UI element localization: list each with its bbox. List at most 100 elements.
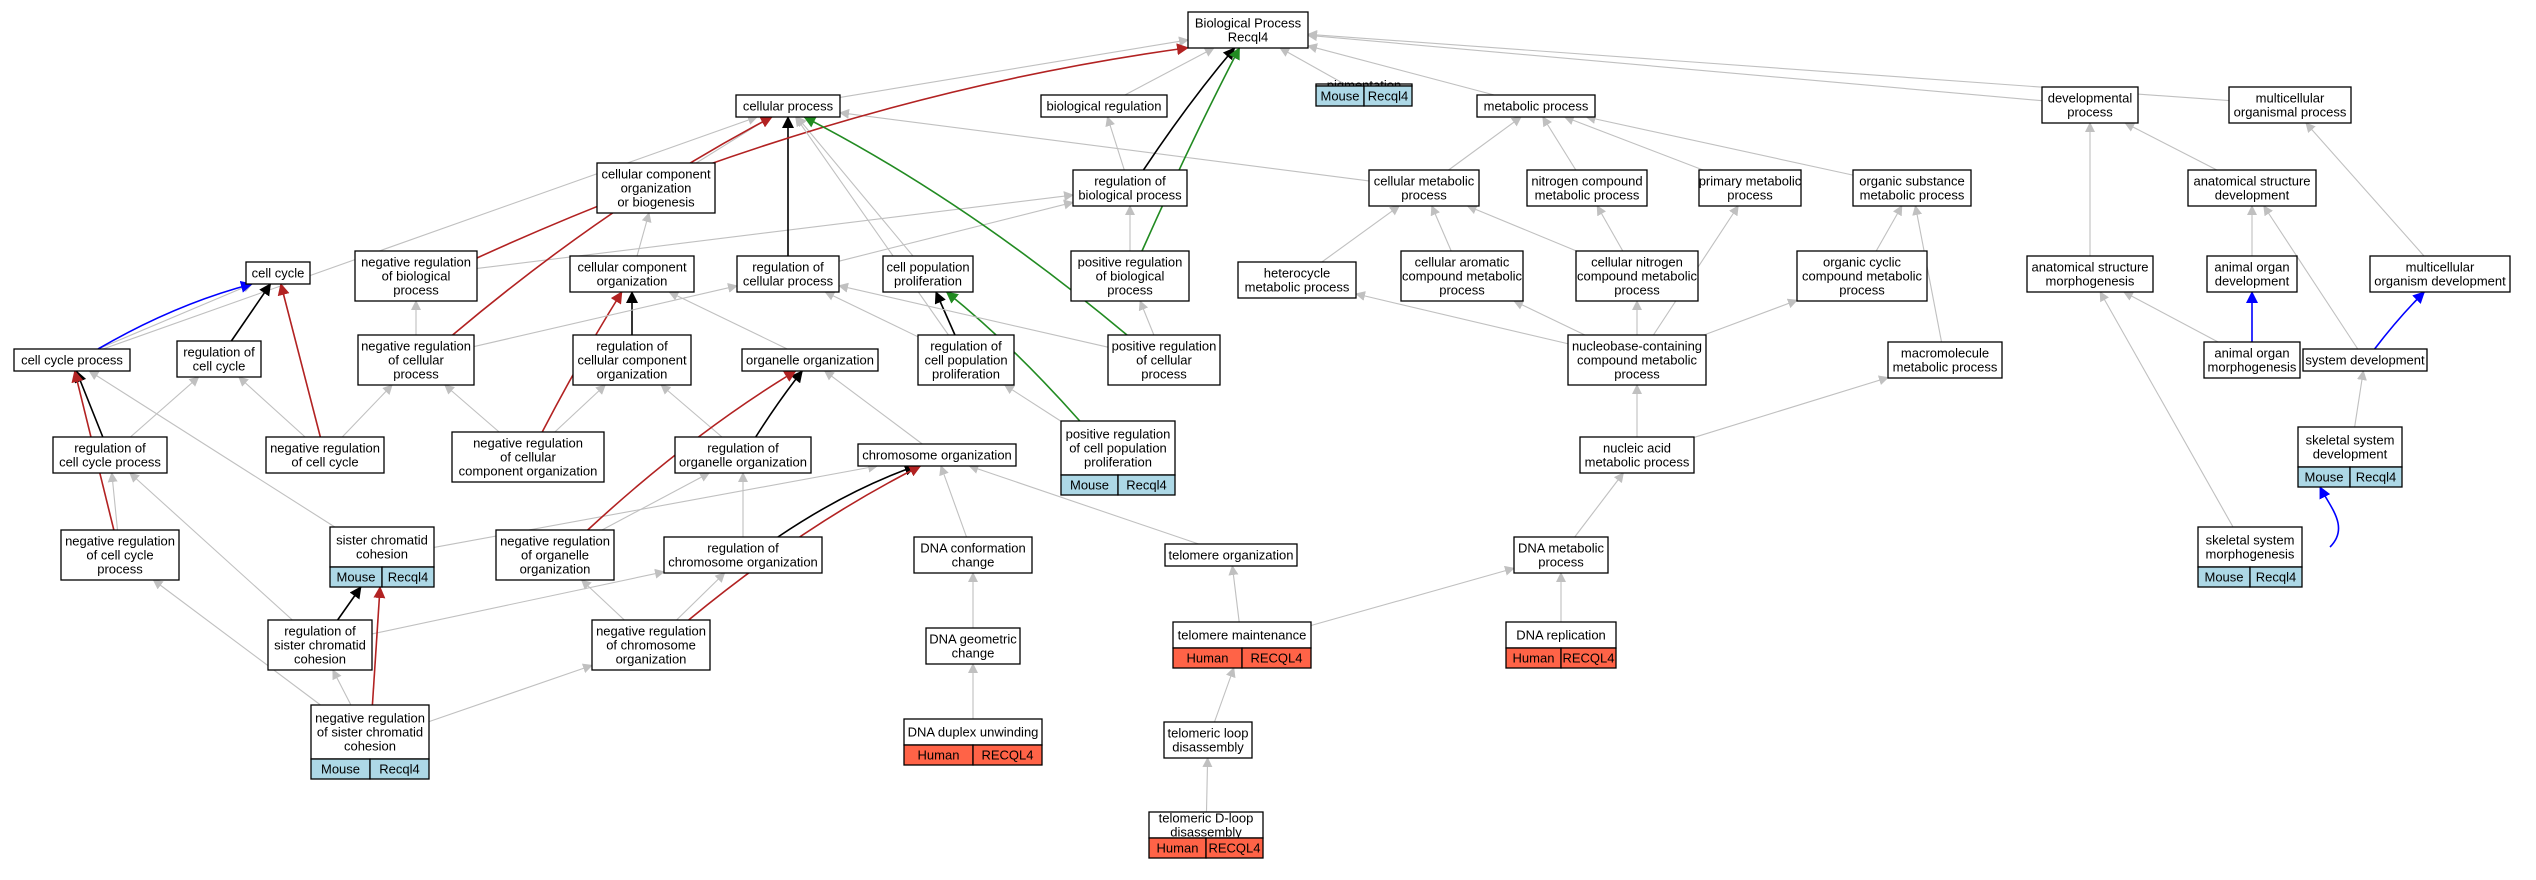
node-biological-regulation[interactable]: biological regulation <box>1040 94 1168 118</box>
edge-reg-cell-pop-to-reg-cellular <box>824 291 919 338</box>
node-cell-cycle-process[interactable]: cell cycle process <box>13 348 131 372</box>
tag-cell <box>972 744 1043 766</box>
node-box <box>917 334 1015 386</box>
node-label-line: heterocycle <box>1264 266 1330 281</box>
node-system-dev[interactable]: system development <box>2302 348 2428 372</box>
edge-neg-reg-chromosome-to-chromosome-org <box>688 465 922 621</box>
node-label-line: metabolic process <box>1585 455 1690 470</box>
edge-sister-cohesion-to-cell-cycle-process <box>88 370 336 528</box>
node-organelle-org[interactable]: organelle organization <box>741 348 879 372</box>
node-telomere-org[interactable]: telomere organization <box>1164 543 1298 567</box>
edge-neg-reg-organelle-to-reg-organelle-org <box>601 472 711 531</box>
node-label-line: of organelle <box>521 548 589 563</box>
node-cell-cycle[interactable]: cell cycle <box>245 261 311 285</box>
node-label-line: organic substance <box>1859 174 1965 189</box>
node-label-line: anatomical structure <box>2031 260 2148 275</box>
node-box <box>2041 86 2139 124</box>
edge-dna-metabolic-to-nucleic-acid <box>1574 472 1624 538</box>
node-label-line: nitrogen compound <box>1531 174 1642 189</box>
node-label-line: negative regulation <box>270 441 380 456</box>
node-label-line: development <box>2215 188 2290 203</box>
edge-reg-cellular-to-reg-bio-process <box>838 199 1074 262</box>
node-box <box>495 529 615 581</box>
edge-neg-reg-sister-to-neg-reg-chromosome <box>428 663 593 723</box>
node-label-line: anatomical structure <box>2193 174 2310 189</box>
node-label-line: morphogenesis <box>2206 547 2295 562</box>
node-label-line: change <box>952 555 995 570</box>
node-chromosome-org[interactable]: chromosome organization <box>857 443 1017 467</box>
edge-telomeric-loop-to-telomere-maint <box>1213 667 1236 723</box>
edge-skeletal-sys-morph-to-anat-struct-morph <box>2099 291 2234 528</box>
node-box <box>1476 94 1596 118</box>
species-tag: Human <box>1513 651 1555 666</box>
gene-tag: RECQL4 <box>1208 841 1260 856</box>
node-cellular-process[interactable]: cellular process <box>735 94 841 118</box>
node-label-line: of cellular <box>388 353 444 368</box>
edge-multicell-org-dev-to-multicellular-organismal-process <box>2305 122 2425 257</box>
node-label-line: animal organ <box>2214 260 2289 275</box>
node-box <box>882 255 974 293</box>
edge-neg-reg-cell-cycle-to-neg-reg-cellular <box>341 384 393 438</box>
node-box <box>1887 341 2003 379</box>
node-label-line: of chromosome <box>606 638 696 653</box>
species-tag: Mouse <box>2204 570 2243 585</box>
node-label-line: regulation of <box>74 441 146 456</box>
edge-reg-chromosome-org-to-chromosome-org <box>777 464 917 538</box>
node-metabolic-process[interactable]: metabolic process <box>1476 94 1596 118</box>
